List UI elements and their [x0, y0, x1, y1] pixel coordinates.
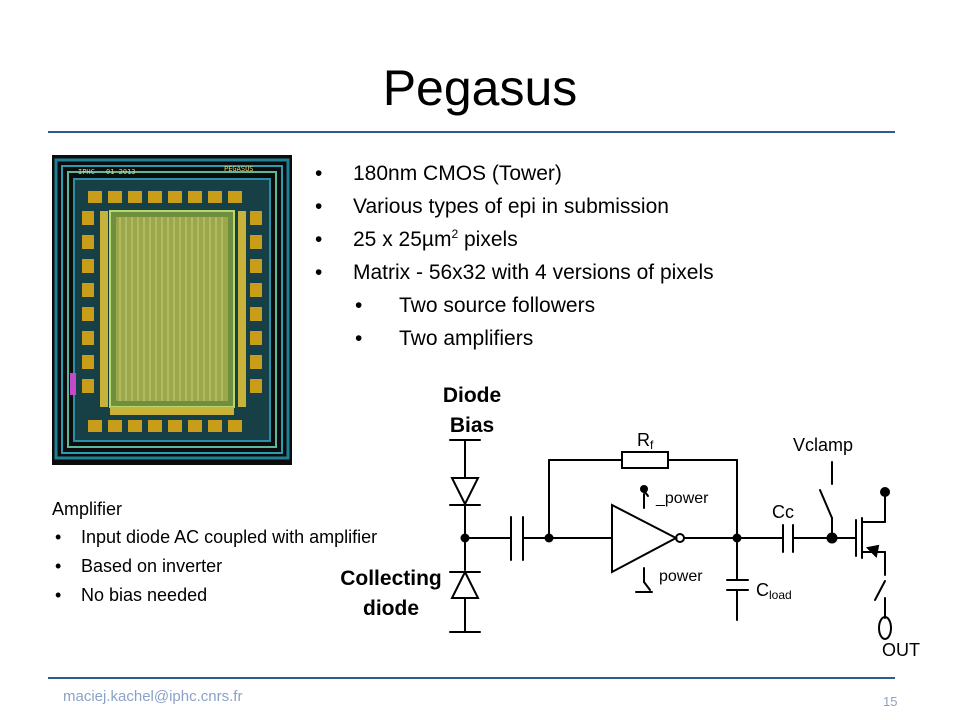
power-top-label: _power: [655, 490, 709, 507]
bullet-icon: •: [315, 162, 323, 185]
list-item: • Two amplifiers: [315, 322, 714, 355]
bullet-icon: •: [55, 585, 62, 605]
list-item: • Based on inverter: [52, 552, 386, 581]
chip-label-left: IPHC: [78, 168, 95, 176]
bullet-icon: •: [55, 527, 62, 547]
cload-label: Cload: [756, 580, 792, 602]
list-item: • 180nm CMOS (Tower): [315, 157, 714, 190]
list-item: • No bias needed: [52, 581, 386, 610]
rf-label: Rf: [637, 430, 654, 452]
title-divider: [48, 131, 895, 133]
chip-label-date: 01 2013: [106, 168, 136, 176]
feature-list: • 180nm CMOS (Tower) • Various types of …: [315, 157, 714, 355]
amplifier-notes: Amplifier • Input diode AC coupled with …: [52, 495, 386, 610]
list-item: • Various types of epi in submission: [315, 190, 714, 223]
out-label: OUT: [882, 640, 920, 660]
footer-email: maciej.kachel@iphc.cnrs.fr: [63, 688, 243, 705]
chip-layout-image: IPHC 01 2013 PEGASUS: [52, 155, 292, 465]
bullet-icon: •: [55, 556, 62, 576]
page-number: 15: [883, 694, 898, 709]
list-item: • 25 x 25µm2 pixels: [315, 223, 714, 256]
list-item: • Matrix - 56x32 with 4 versions of pixe…: [315, 256, 714, 289]
vclamp-label: Vclamp: [793, 435, 853, 455]
diode-bias-label-line2: Bias: [450, 414, 494, 437]
bullet-icon: •: [315, 195, 323, 218]
amplifier-schematic: Diode Bias Collecting diode Rf _power po…: [340, 384, 920, 660]
slide-title: Pegasus: [382, 60, 578, 116]
power-bottom-label: power: [659, 568, 703, 585]
bullet-icon: •: [355, 327, 363, 350]
diode-bias-label-line1: Diode: [443, 384, 501, 407]
bullet-icon: •: [315, 228, 323, 251]
collecting-diode-label-line1: Collecting: [340, 567, 442, 590]
collecting-diode-label-line2: diode: [363, 597, 419, 620]
list-item: • Input diode AC coupled with amplifier: [52, 523, 386, 552]
bullet-icon: •: [315, 261, 323, 284]
amplifier-heading: Amplifier: [52, 499, 123, 519]
chip-label-right: PEGASUS: [224, 165, 254, 173]
list-item: • Two source followers: [315, 289, 714, 322]
footer-divider: [48, 677, 895, 679]
cc-label: Cc: [772, 502, 794, 522]
bullet-icon: •: [355, 294, 363, 317]
